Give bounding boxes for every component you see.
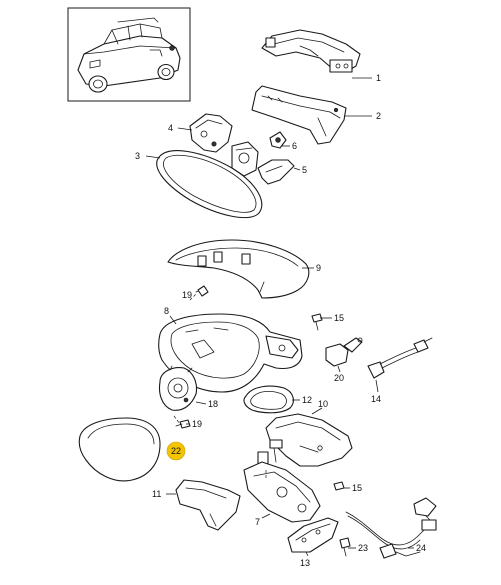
part-3-bezel-ring xyxy=(156,150,263,219)
callout-10: 10 xyxy=(318,399,328,409)
callout-9: 9 xyxy=(316,263,321,273)
callout-1: 1 xyxy=(376,73,381,83)
callout-7: 7 xyxy=(255,517,260,527)
part-12-gasket xyxy=(243,385,294,414)
callout-labels: 1 2 3 4 5 6 7 8 9 10 11 12 13 14 15 15 1… xyxy=(135,73,426,568)
part-22-mirror-glass xyxy=(78,417,161,482)
part-5-curved-clip xyxy=(257,159,295,185)
part-13-base-foot xyxy=(287,517,339,553)
part-1-mounting-bracket xyxy=(261,29,361,73)
callout-8: 8 xyxy=(164,306,169,316)
callout-24: 24 xyxy=(416,543,426,553)
callout-14: 14 xyxy=(371,394,381,404)
leader-lines xyxy=(145,77,414,557)
callout-15b: 15 xyxy=(352,483,362,493)
part-20-angle-connector xyxy=(325,337,363,367)
part-24-wiring-harness xyxy=(345,497,437,559)
callout-11: 11 xyxy=(152,489,161,499)
actuator-cluster xyxy=(231,131,287,177)
part-7-pivot-arm xyxy=(243,439,321,523)
callout-3: 3 xyxy=(135,151,140,161)
callout-12: 12 xyxy=(302,395,312,405)
part-2-base-plate xyxy=(251,85,347,145)
callout-18: 18 xyxy=(208,399,218,409)
callout-4: 4 xyxy=(168,123,173,133)
callout-19a: 19 xyxy=(182,290,192,300)
part-11-bracket xyxy=(175,479,241,531)
part-19b-screw xyxy=(175,419,191,429)
part-14-sensor-cable xyxy=(367,337,433,379)
callout-23: 23 xyxy=(358,543,368,553)
part-4-small-housing xyxy=(189,113,233,153)
car-icon xyxy=(77,17,181,93)
callout-6: 6 xyxy=(292,141,297,151)
part-9-mirror-cap xyxy=(167,239,310,299)
callout-22: 22 xyxy=(171,446,181,456)
callout-15a: 15 xyxy=(334,313,344,323)
callout-13: 13 xyxy=(300,558,310,568)
part-15b-screw xyxy=(333,481,345,491)
callout-2: 2 xyxy=(376,111,381,121)
part-18-adjust-motor xyxy=(158,365,198,411)
part-15a-screw xyxy=(311,313,323,331)
callout-5: 5 xyxy=(302,165,307,175)
callout-22-badge xyxy=(166,441,186,461)
callout-19b: 19 xyxy=(192,419,202,429)
callout-20: 20 xyxy=(334,373,344,383)
vehicle-thumbnail xyxy=(67,7,191,102)
part-23-screw xyxy=(339,537,351,557)
part-19a-screw xyxy=(195,285,209,297)
callout-22-highlight[interactable]: 22 xyxy=(166,441,186,461)
part-8-mirror-housing xyxy=(158,313,303,393)
part-10-lower-cover xyxy=(265,413,353,467)
